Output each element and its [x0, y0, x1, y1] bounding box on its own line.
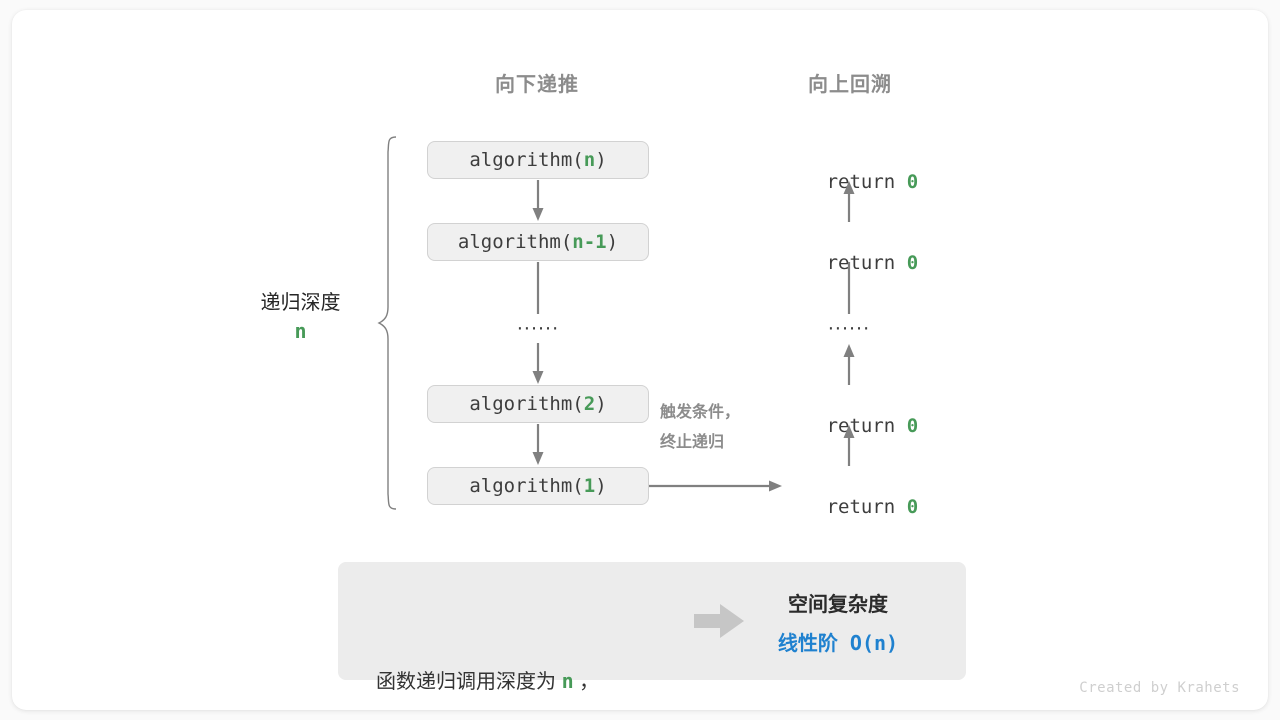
call-box-suffix: ) — [595, 149, 607, 171]
return-label-2: return 0 — [772, 230, 927, 296]
depth-brace-icon — [377, 136, 397, 510]
depth-label-title: 递归深度 — [260, 292, 341, 314]
depth-label-value: n — [294, 319, 307, 343]
down-line-icon-2 — [536, 262, 540, 314]
right-block-arrow-icon — [694, 604, 744, 638]
call-box-prefix: algorithm( — [469, 475, 584, 497]
up-arrow-icon-1 — [843, 181, 855, 222]
call-box-prefix: algorithm( — [469, 149, 584, 171]
up-arrow-icon-4 — [843, 425, 855, 466]
trigger-note: 触发条件， 终止递归 — [660, 398, 740, 458]
summary-panel: 函数递归调用深度为 n ， 共使用 O(n) 的栈帧空间 空间复杂度 线性阶 O… — [338, 562, 966, 693]
summary-line1-text-b: ， — [573, 671, 600, 693]
return-value: 0 — [906, 415, 919, 437]
figure-card: 向下递推 向上回溯 递归深度 n algorithm(n) algorithm(… — [12, 10, 1268, 710]
summary-result-title: 空间复杂度 — [788, 594, 888, 616]
call-box-suffix: ) — [595, 475, 607, 497]
return-ellipsis: ······ — [827, 318, 871, 340]
call-box-suffix: ) — [595, 393, 607, 415]
summary-result: 空间复杂度 线性阶 O(n) — [738, 586, 938, 662]
base-case-arrow-icon — [649, 480, 782, 492]
summary-description: 函数递归调用深度为 n ， 共使用 O(n) 的栈帧空间 — [376, 586, 599, 710]
call-box-n[interactable]: algorithm(n) — [427, 141, 649, 179]
depth-label: 递归深度 n — [208, 290, 393, 346]
return-value: 0 — [906, 496, 919, 518]
call-stack-ellipsis: ······ — [516, 318, 560, 340]
credit-text: Created by Krahets — [1079, 680, 1240, 696]
call-box-prefix: algorithm( — [469, 393, 584, 415]
call-box-arg: 2 — [583, 393, 596, 415]
call-box-n-minus-1[interactable]: algorithm(n-1) — [427, 223, 649, 261]
return-value: 0 — [906, 171, 919, 193]
up-arrow-icon-3 — [843, 344, 855, 385]
column-header-backtrack: 向上回溯 — [808, 74, 892, 96]
return-prefix: return — [826, 252, 907, 274]
trigger-note-line2: 终止递归 — [660, 434, 725, 451]
summary-line1-text-a: 函数递归调用深度为 — [376, 671, 562, 693]
up-line-icon-2 — [847, 262, 851, 314]
down-arrow-icon-4 — [532, 424, 544, 465]
call-box-suffix: ) — [606, 231, 619, 253]
return-label-3: return 0 — [772, 393, 927, 459]
return-label-1: return 0 — [772, 149, 927, 215]
trigger-note-line1: 触发条件， — [660, 404, 741, 421]
return-prefix: return — [826, 496, 907, 518]
down-arrow-icon-3 — [532, 343, 544, 384]
return-label-4: return 0 — [772, 474, 927, 540]
call-box-arg: n — [583, 149, 596, 171]
column-header-descend: 向下递推 — [495, 74, 579, 96]
summary-result-value: 线性阶 O(n) — [777, 631, 899, 655]
summary-line-1: 函数递归调用深度为 n ， — [376, 662, 599, 701]
call-box-prefix: algorithm( — [457, 231, 573, 253]
call-box-arg: n-1 — [572, 231, 607, 253]
call-box-arg: 1 — [583, 475, 596, 497]
return-prefix: return — [826, 415, 907, 437]
down-arrow-icon-1 — [532, 180, 544, 221]
summary-line1-n: n — [561, 669, 574, 693]
call-box-1[interactable]: algorithm(1) — [427, 467, 649, 505]
return-prefix: return — [826, 171, 907, 193]
return-value: 0 — [906, 252, 919, 274]
call-box-2[interactable]: algorithm(2) — [427, 385, 649, 423]
